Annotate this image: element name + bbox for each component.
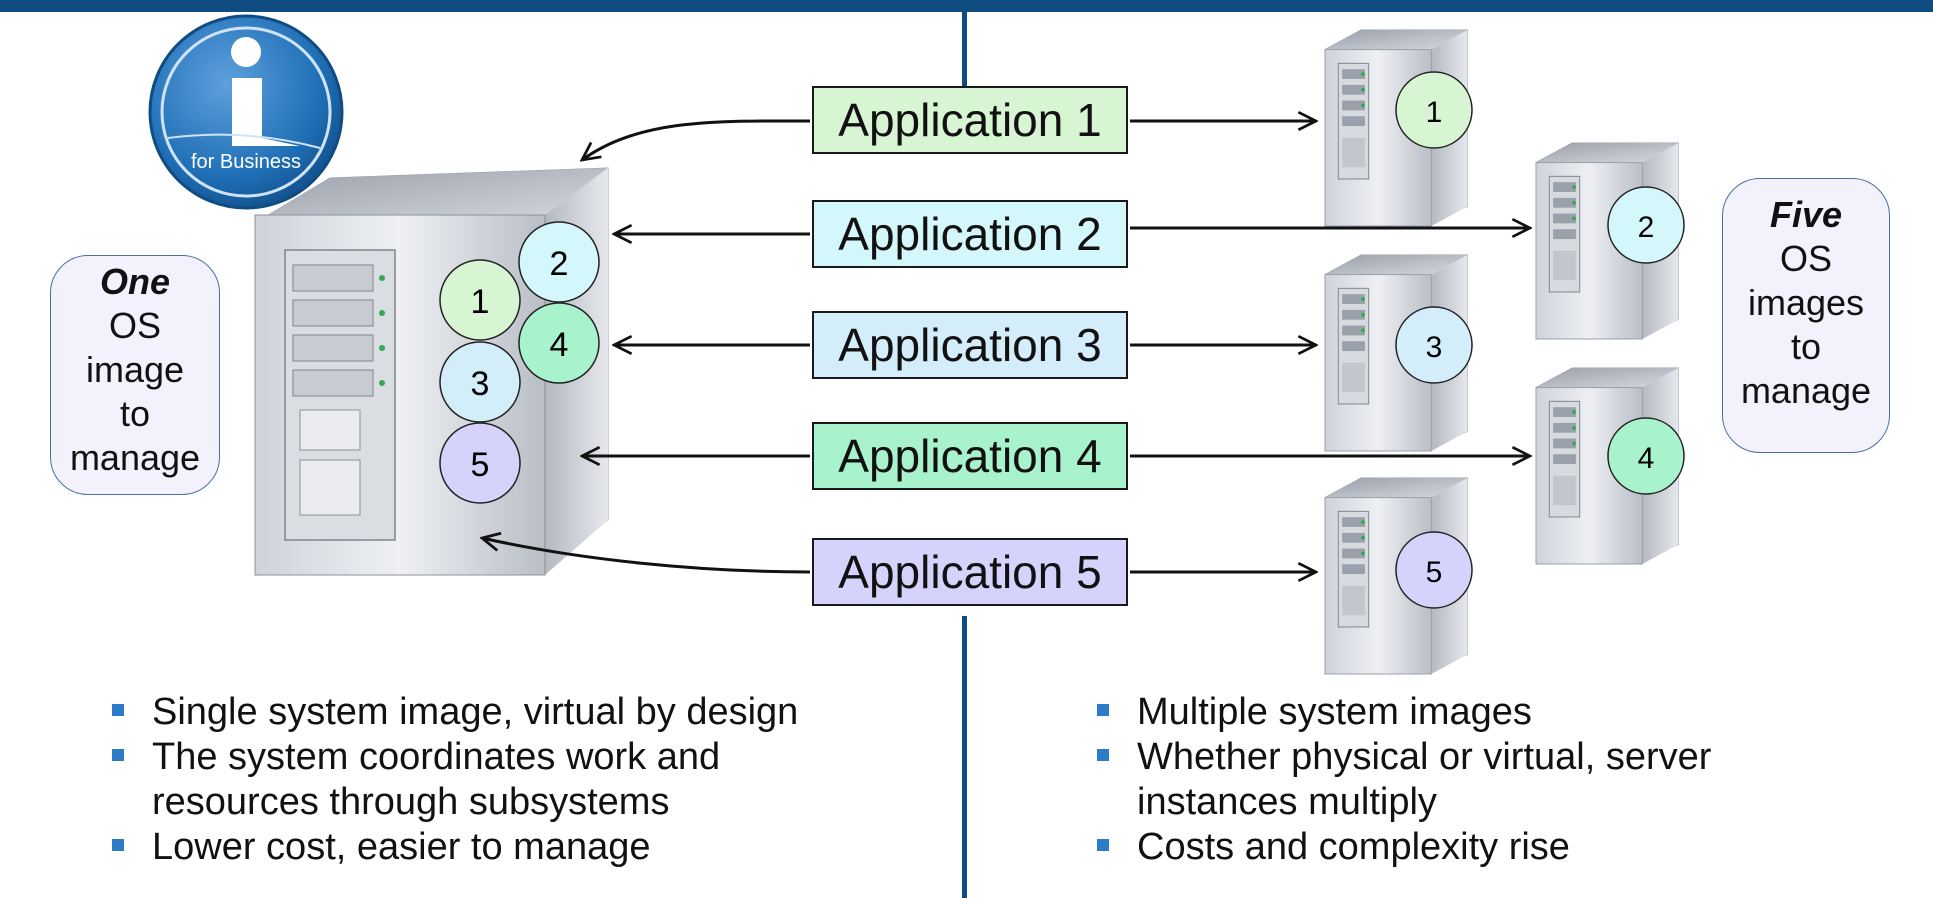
left-box-line4: manage	[69, 437, 201, 478]
server-3-circle: 3	[1395, 306, 1473, 384]
partition-4-circle: 4	[518, 302, 600, 384]
left-bullet-1: Single system image, virtual by design	[112, 690, 932, 735]
left-bullet-2-cont: resources through subsystems	[152, 781, 670, 823]
server-4-circle: 4	[1607, 417, 1685, 495]
right-bullet-2-cont: instances multiply	[1137, 781, 1437, 823]
right-box-line4: manage	[1740, 370, 1872, 411]
partition-3-circle: 3	[439, 341, 521, 423]
arrow-app1-left	[582, 119, 811, 160]
application-5-box: Application 5	[812, 538, 1128, 606]
application-4-box: Application 4	[812, 422, 1128, 490]
left-box-line1: OS	[108, 305, 161, 346]
left-bullet-3: Lower cost, easier to manage	[112, 825, 932, 870]
top-bar	[0, 0, 1933, 12]
svg-text:2: 2	[1638, 211, 1655, 244]
svg-text:1: 1	[471, 283, 490, 321]
svg-text:1: 1	[1426, 96, 1443, 129]
svg-text:3: 3	[1426, 331, 1443, 364]
right-bullet-3: Costs and complexity rise	[1097, 825, 1917, 870]
server-1-circle: 1	[1395, 71, 1473, 149]
left-box-line2: image	[85, 349, 185, 390]
application-2-box: Application 2	[812, 200, 1128, 268]
svg-text:5: 5	[1426, 556, 1443, 589]
left-bullet-list: Single system image, virtual by design T…	[112, 690, 932, 870]
one-emphasis: One	[99, 261, 170, 302]
right-box-line1: OS	[1779, 238, 1832, 279]
right-bullet-list: Multiple system images Whether physical …	[1097, 690, 1917, 870]
ibm-i-logo: for Business	[148, 14, 344, 210]
one-os-image-box: One OS image to manage	[50, 255, 220, 495]
right-bullet-1: Multiple system images	[1097, 690, 1917, 735]
right-box-line2: images	[1747, 282, 1865, 323]
center-divider-top	[962, 12, 967, 152]
svg-text:4: 4	[550, 326, 569, 364]
center-divider-bottom	[962, 616, 967, 898]
server-2-circle: 2	[1607, 186, 1685, 264]
application-1-box: Application 1	[812, 86, 1128, 154]
right-box-line3: to	[1790, 326, 1822, 367]
right-bullet-2: Whether physical or virtual, server	[1097, 735, 1917, 780]
five-emphasis: Five	[1769, 194, 1843, 235]
svg-text:2: 2	[550, 245, 569, 283]
svg-text:5: 5	[471, 446, 490, 484]
application-3-box: Application 3	[812, 311, 1128, 379]
left-bullet-2: The system coordinates work and	[112, 735, 932, 780]
svg-text:3: 3	[471, 365, 490, 403]
server-5-circle: 5	[1395, 531, 1473, 609]
svg-text:4: 4	[1638, 442, 1655, 475]
partition-1-circle: 1	[439, 259, 521, 341]
five-os-images-box: Five OS images to manage	[1722, 178, 1890, 453]
left-box-line3: to	[119, 393, 151, 434]
logo-text: for Business	[191, 151, 301, 173]
partition-5-circle: 5	[439, 422, 521, 504]
arrow-app5-left	[482, 538, 811, 574]
partition-2-circle: 2	[518, 221, 600, 303]
